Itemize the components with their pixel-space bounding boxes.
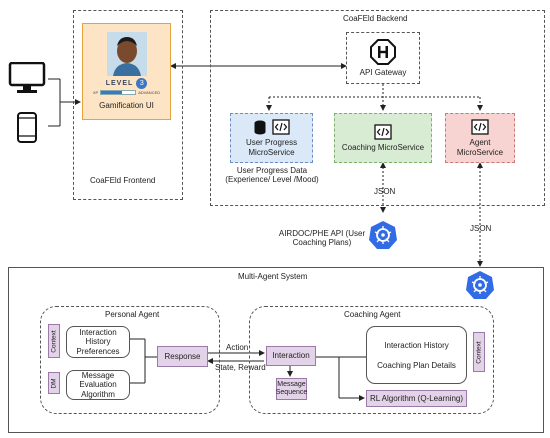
advanced-label: ADVANCED (138, 90, 161, 96)
level-text: LEVEL (105, 80, 134, 88)
backend-title: CoaFEld Backend (343, 14, 408, 23)
user-progress-service-label: User Progress MicroService (245, 138, 298, 157)
user-progress-service-box[interactable]: User Progress MicroService (230, 113, 313, 163)
rl-algorithm-box[interactable]: RL Algorithm (Q-Learning) (366, 390, 467, 407)
interaction-history-box[interactable]: Interaction History Coaching Plan Detail… (366, 326, 467, 384)
action-label: Action (226, 343, 249, 352)
coaching-agent-container (249, 306, 494, 414)
xp-label: XP (92, 90, 99, 96)
api-gateway-box[interactable]: API Gateway (346, 32, 420, 84)
xp-progress-bar (100, 90, 137, 96)
database-icon (254, 120, 265, 135)
kubernetes-icon (465, 270, 495, 305)
airdoc-api-label: AIRDOC/PHE API (User Coaching Plans) (278, 229, 366, 248)
monitor-icon (8, 61, 46, 94)
json-left-label: JSON (374, 187, 396, 196)
json-right-label: JSON (470, 224, 492, 233)
frontend-container (73, 10, 183, 200)
code-doc-icon (374, 124, 392, 140)
context-tag-left: Context (48, 324, 60, 358)
agent-service-box[interactable]: Agent MicroService (445, 113, 515, 163)
interaction-history-label: Interaction History (384, 341, 449, 350)
agent-service-label: Agent MicroService (456, 138, 504, 157)
coaching-service-label: Coaching MicroService (341, 142, 425, 152)
message-sequence-box[interactable]: Message Sequence (276, 378, 307, 400)
gamification-ui-label: Gamification UI (99, 101, 154, 111)
gamification-ui-box[interactable]: LEVEL 3 XP ADVANCED Gamification UI (82, 23, 171, 120)
dm-tag: DM (48, 372, 60, 394)
mas-title: Multi-Agent System (238, 272, 308, 281)
backend-container (210, 10, 545, 206)
kubernetes-icon (368, 220, 398, 255)
level-badge: 3 (136, 78, 148, 90)
api-gateway-label: API Gateway (359, 67, 407, 77)
api-gateway-icon (370, 38, 396, 65)
state-reward-label: State, Reward (215, 363, 266, 372)
code-doc-icon (471, 119, 489, 135)
message-evaluation-box[interactable]: Message Evaluation Algorithm (66, 370, 130, 400)
personal-agent-title: Personal Agent (105, 310, 160, 319)
tablet-icon (16, 112, 38, 144)
interaction-box[interactable]: Interaction (266, 346, 316, 366)
coaching-agent-title: Coaching Agent (344, 310, 401, 319)
user-progress-data-label: User Progress Data (Experience/ Level /M… (225, 166, 319, 185)
interaction-history-preferences-box[interactable]: Interaction History Preferences (66, 326, 130, 358)
coaching-service-box[interactable]: Coaching MicroService (334, 113, 432, 163)
code-doc-icon (271, 119, 290, 135)
personal-agent-container (40, 306, 220, 414)
context-tag-right: Context (473, 332, 485, 372)
response-box[interactable]: Response (157, 346, 208, 367)
multi-agent-system-container (8, 267, 544, 433)
avatar (106, 32, 147, 77)
frontend-title: CoaFEld Frontend (90, 176, 156, 185)
coaching-plan-details-label: Coaching Plan Details (377, 361, 456, 370)
